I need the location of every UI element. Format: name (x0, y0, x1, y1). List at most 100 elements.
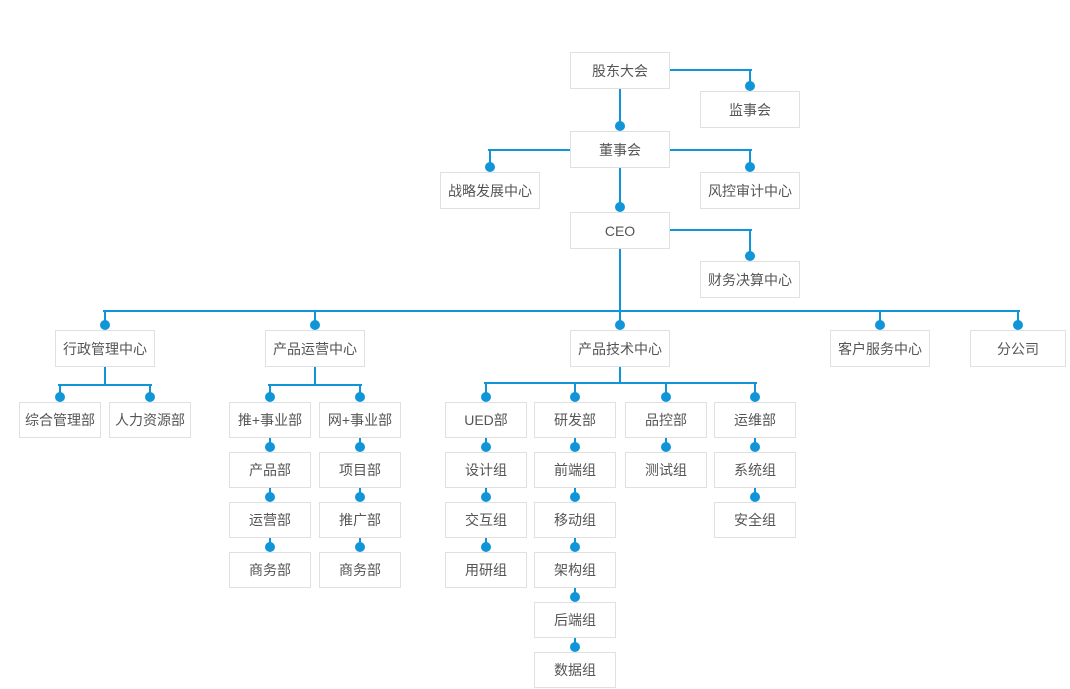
org-node-security-group: 安全组 (714, 502, 796, 538)
connector-line (485, 382, 487, 398)
connector-line (879, 310, 881, 326)
org-node-project-dept: 项目部 (319, 452, 401, 488)
connector-line (619, 310, 621, 326)
connector-line (488, 149, 571, 151)
connector-line (268, 384, 362, 386)
connector-dot (745, 251, 755, 261)
connector-dot (481, 392, 491, 402)
org-node-backend-group: 后端组 (534, 602, 616, 638)
connector-dot (615, 121, 625, 131)
connector-line (665, 382, 667, 398)
connector-line (619, 366, 621, 384)
org-node-admin-management-center: 行政管理中心 (55, 330, 155, 367)
connector-line (149, 384, 151, 398)
connector-dot (570, 392, 580, 402)
connector-line (669, 69, 752, 71)
connector-line (104, 366, 106, 386)
org-node-business-dept-wang: 商务部 (319, 552, 401, 588)
connector-dot (265, 442, 275, 452)
org-node-quality-control-dept: 品控部 (625, 402, 707, 438)
org-node-product-technology-center: 产品技术中心 (570, 330, 670, 367)
connector-dot (750, 492, 760, 502)
org-node-shareholders-meeting: 股东大会 (570, 52, 670, 89)
org-node-ceo: CEO (570, 212, 670, 249)
org-node-customer-service-center: 客户服务中心 (830, 330, 930, 367)
org-node-data-group: 数据组 (534, 652, 616, 688)
org-node-promotion-dept: 推广部 (319, 502, 401, 538)
connector-dot (1013, 320, 1023, 330)
connector-dot (481, 492, 491, 502)
org-node-board-of-directors: 董事会 (570, 131, 670, 168)
connector-dot (570, 492, 580, 502)
connector-line (619, 248, 621, 312)
connector-dot (661, 442, 671, 452)
org-node-operations-dept: 运营部 (229, 502, 311, 538)
connector-dot (570, 592, 580, 602)
connector-dot (481, 542, 491, 552)
connector-dot (615, 320, 625, 330)
connector-dot (265, 492, 275, 502)
connector-dot (875, 320, 885, 330)
org-node-frontend-group: 前端组 (534, 452, 616, 488)
connector-line (58, 384, 152, 386)
connector-dot (615, 202, 625, 212)
connector-line (749, 229, 751, 257)
connector-line (489, 149, 491, 168)
org-node-strategy-development-center: 战略发展中心 (440, 172, 540, 209)
org-node-supervisory-board: 监事会 (700, 91, 800, 128)
connector-dot (265, 542, 275, 552)
connector-line (484, 382, 757, 384)
connector-dot (570, 442, 580, 452)
org-node-hr-dept: 人力资源部 (109, 402, 191, 438)
org-node-risk-audit-center: 风控审计中心 (700, 172, 800, 209)
connector-dot (481, 442, 491, 452)
org-node-wang-business-unit: 网+事业部 (319, 402, 401, 438)
org-node-ops-maintenance-dept: 运维部 (714, 402, 796, 438)
org-node-finance-settlement-center: 财务决算中心 (700, 261, 800, 298)
connector-line (619, 87, 621, 127)
org-node-user-research-group: 用研组 (445, 552, 527, 588)
connector-dot (570, 542, 580, 552)
connector-line (619, 167, 621, 208)
connector-line (59, 384, 61, 398)
org-node-ued-dept: UED部 (445, 402, 527, 438)
org-node-interaction-group: 交互组 (445, 502, 527, 538)
connector-line (754, 382, 756, 398)
connector-dot (355, 542, 365, 552)
org-node-product-dept: 产品部 (229, 452, 311, 488)
connector-line (749, 149, 751, 168)
connector-dot (310, 320, 320, 330)
org-node-general-management-dept: 综合管理部 (19, 402, 101, 438)
connector-dot (355, 492, 365, 502)
org-node-product-operations-center: 产品运营中心 (265, 330, 365, 367)
connector-dot (745, 162, 755, 172)
org-node-tui-business-unit: 推+事业部 (229, 402, 311, 438)
connector-line (314, 310, 316, 326)
connector-dot (100, 320, 110, 330)
connector-dot (485, 162, 495, 172)
connector-dot (750, 442, 760, 452)
connector-dot (745, 81, 755, 91)
org-node-branch-company: 分公司 (970, 330, 1066, 367)
connector-dot (55, 392, 65, 402)
org-node-architecture-group: 架构组 (534, 552, 616, 588)
connector-line (269, 384, 271, 398)
connector-dot (355, 392, 365, 402)
org-node-system-group: 系统组 (714, 452, 796, 488)
connector-line (669, 149, 752, 151)
connector-dot (661, 392, 671, 402)
connector-dot (750, 392, 760, 402)
connector-line (1017, 310, 1019, 326)
connector-line (749, 69, 751, 87)
connector-line (574, 382, 576, 398)
connector-line (669, 229, 752, 231)
org-node-design-group: 设计组 (445, 452, 527, 488)
connector-dot (265, 392, 275, 402)
org-node-testing-group: 测试组 (625, 452, 707, 488)
connector-dot (145, 392, 155, 402)
connector-line (359, 384, 361, 398)
connector-dot (570, 642, 580, 652)
connector-line (103, 310, 1020, 312)
connector-line (314, 366, 316, 386)
